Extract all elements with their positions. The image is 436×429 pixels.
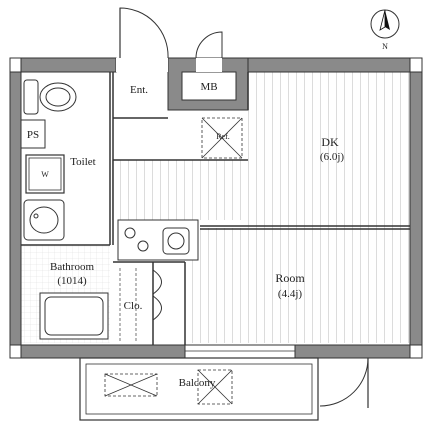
entrance-opening [116, 58, 168, 72]
bathtub [39, 292, 109, 340]
entrance-door-swing [119, 7, 169, 59]
balcony-label: Balcony [179, 377, 216, 389]
hall-floor [112, 160, 248, 220]
dining-kitchen-label: DK [321, 135, 339, 149]
balcony-door-swing [319, 357, 369, 407]
refrigerator-space [201, 117, 243, 159]
balcony-units [104, 369, 233, 405]
mb-door-swing [195, 31, 223, 59]
room-label: Room [275, 271, 305, 285]
washer-inner [28, 157, 62, 191]
refrigerator-label: Ref. [216, 132, 230, 141]
closet-label: Clo. [124, 300, 143, 312]
pipe-space-box [20, 119, 46, 149]
bathroom-size-label: (1014) [57, 275, 87, 287]
interior-walls [21, 72, 410, 345]
meter-box-label: MB [200, 81, 217, 93]
washer-label: W [41, 170, 49, 179]
room-size-label: (4.4j) [278, 288, 302, 300]
dk-floor [248, 72, 410, 228]
balcony-outline [79, 357, 319, 421]
room-floor [185, 228, 410, 343]
closet-doors [152, 269, 162, 321]
balcony-inner [85, 363, 313, 415]
closet-interior [119, 268, 137, 343]
toilet-fixture [23, 79, 77, 115]
north-label: N [382, 42, 388, 51]
kitchen-counter [117, 219, 199, 261]
toilet-label: Toilet [70, 156, 96, 168]
north-arrow-icon [370, 9, 400, 39]
pipe-space-label: PS [27, 129, 39, 141]
washer-box [25, 154, 65, 194]
bathroom-label: Bathroom [50, 261, 94, 273]
wash-basin [23, 199, 65, 241]
mb-door-opening [196, 58, 222, 72]
balcony-window [184, 344, 296, 359]
entrance-label: Ent. [130, 84, 148, 96]
dk-size-label: (6.0j) [320, 151, 344, 163]
